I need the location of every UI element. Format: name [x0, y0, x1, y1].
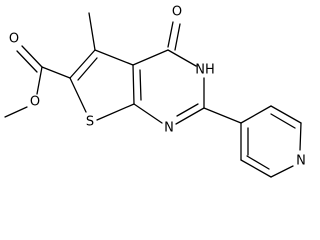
bond-ester-double-a	[21, 45, 43, 68]
bond-py-c5-c6-inner	[246, 155, 270, 170]
bond-s-c7a	[96, 103, 135, 121]
atom-oxygen-carbonyl: O	[172, 5, 182, 20]
bond-ester-double-b	[16, 50, 38, 73]
bond-c4a-c7a	[132, 64, 135, 105]
molecule-structure: O NH N S O O N	[4, 5, 306, 178]
bond-carbonyl-b	[174, 23, 181, 51]
bond-c4a-c5	[94, 49, 134, 66]
bond-c4a-c7a-inner	[139, 69, 142, 101]
bond-c6-ccarboxyl	[41, 66, 71, 79]
bond-c4-n3	[167, 49, 197, 67]
atom-oxygen-ester-single: O	[30, 95, 40, 110]
bond-c5-c6-inner	[77, 57, 98, 81]
atom-nh: NH	[195, 63, 215, 78]
bond-c5-c6	[69, 49, 96, 79]
bond-c6-s	[69, 77, 87, 113]
bond-c2-pyridine	[203, 107, 242, 124]
bond-py-c5-c6	[240, 159, 272, 178]
atom-n-pyridine: N	[296, 154, 306, 169]
bond-ester-single	[36, 66, 43, 95]
bond-py-c1-c2	[240, 105, 272, 124]
bond-py-c2-c3-inner	[270, 113, 296, 129]
bond-c7a-n1	[133, 103, 163, 124]
bond-py-n-c5	[270, 165, 294, 178]
bond-n1-c2	[175, 107, 205, 125]
atom-oxygen-ester-double: O	[9, 32, 19, 47]
atom-n-ring: N	[164, 121, 174, 136]
bond-py-c2-c3	[270, 105, 302, 124]
bond-c4-c4a	[132, 49, 169, 66]
bond-carbonyl-a	[167, 21, 174, 48]
atom-sulfur: S	[86, 115, 94, 130]
bond-o-methyl	[4, 106, 28, 118]
bond-py-c3-n	[299, 122, 302, 151]
bond-methyl	[88, 12, 96, 51]
bond-n1-c2-inner	[176, 103, 199, 117]
